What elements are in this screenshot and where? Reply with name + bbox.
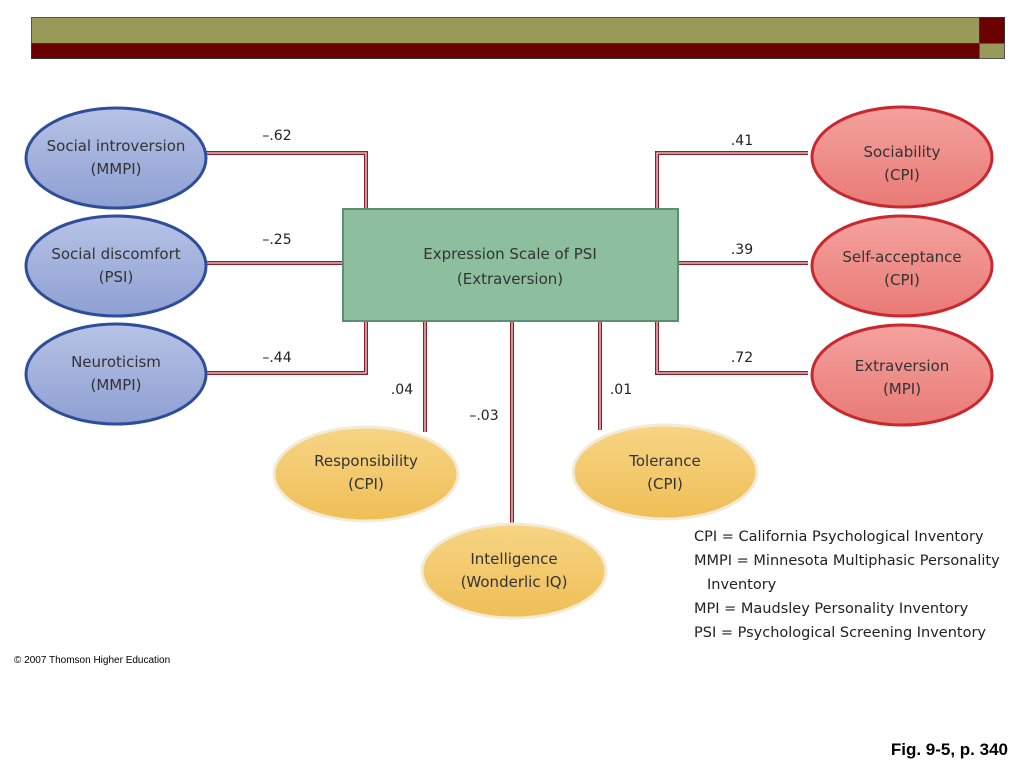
corr-social-introversion: –.62 [262,128,291,144]
right-node-sociability: Sociability (CPI) [810,105,994,209]
corr-self-acceptance: .39 [731,242,753,258]
center-node-subtitle: (Extraversion) [457,270,563,288]
corr-sociability: .41 [731,133,753,149]
bottom-node-intelligence: Intelligence (Wonderlic IQ) [420,522,608,620]
node-sublabel: (CPI) [348,475,384,493]
corr-social-discomfort: –.25 [262,232,291,248]
header-square-olive [979,43,1005,59]
node-label: Extraversion [855,357,950,375]
corr-intelligence: –.03 [469,408,498,424]
bottom-node-tolerance: Tolerance (CPI) [571,423,759,521]
left-node-social-introversion: Social introversion (MMPI) [24,106,208,210]
right-node-extraversion: Extraversion (MPI) [810,323,994,427]
legend-line-mmpi-cont: Inventory [707,577,777,593]
node-label: Social discomfort [51,245,180,263]
node-sublabel: (MMPI) [90,376,141,394]
node-label: Responsibility [314,452,418,470]
node-sublabel: (CPI) [647,475,683,493]
corr-extraversion: .72 [731,350,753,366]
corr-responsibility: .04 [391,382,413,398]
legend-line-mmpi: MMPI = Minnesota Multiphasic Personality [694,553,1000,569]
node-label: Self-acceptance [842,248,961,266]
left-node-neuroticism: Neuroticism (MMPI) [24,322,208,426]
connector-lines [205,151,808,528]
corr-neuroticism: –.44 [262,350,291,366]
legend-line-mpi: MPI = Maudsley Personality Inventory [694,601,969,617]
corr-tolerance: .01 [610,382,632,398]
legend-line-cpi: CPI = California Psychological Inventory [694,529,984,545]
correlation-labels: –.62 –.25 –.44 .41 .39 .72 .04 –.03 .01 [262,128,753,424]
node-sublabel: (PSI) [99,268,134,286]
node-label: Sociability [863,143,940,161]
copyright-text: © 2007 Thomson Higher Education [14,655,171,666]
right-node-self-acceptance: Self-acceptance (CPI) [810,214,994,318]
node-sublabel: (MPI) [883,380,921,398]
node-label: Tolerance [628,452,701,470]
node-label: Intelligence [470,550,557,568]
node-sublabel: (CPI) [884,271,920,289]
figure-caption: Fig. 9-5, p. 340 [890,740,1008,759]
center-node-box [342,208,679,322]
node-sublabel: (CPI) [884,166,920,184]
node-sublabel: (MMPI) [90,160,141,178]
node-label: Neuroticism [71,353,161,371]
center-node: Expression Scale of PSI (Extraversion) [342,208,679,322]
bottom-node-responsibility: Responsibility (CPI) [272,425,460,523]
node-sublabel: (Wonderlic IQ) [461,573,568,591]
center-node-title: Expression Scale of PSI [423,245,597,263]
left-node-social-discomfort: Social discomfort (PSI) [24,214,208,318]
legend-line-psi: PSI = Psychological Screening Inventory [694,625,987,641]
node-label: Social introversion [47,137,186,155]
